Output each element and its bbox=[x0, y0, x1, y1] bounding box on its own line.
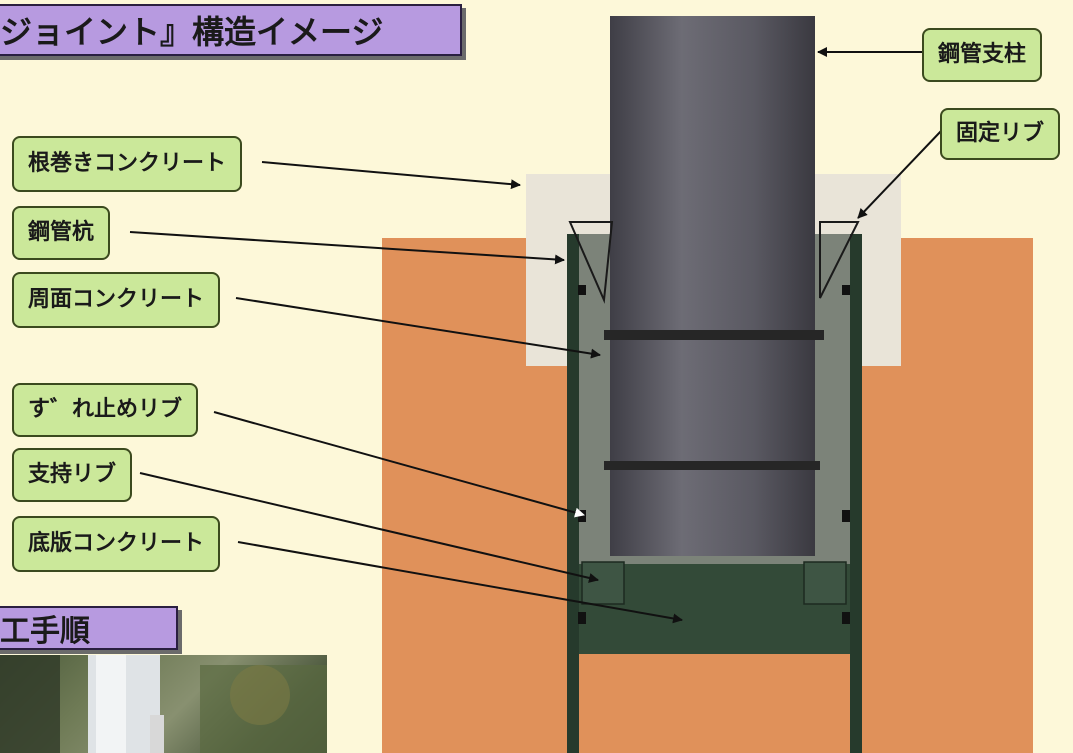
steel-pile-right-wall bbox=[850, 234, 862, 753]
label-fixing-rib: 固定リブ bbox=[940, 108, 1061, 160]
label-slip-stop-rib-text: す゛れ止めリブ bbox=[28, 397, 183, 422]
label-slip-stop-rib: す゛れ止めリブ bbox=[12, 383, 199, 437]
label-support-rib: 支持リブ bbox=[12, 448, 133, 502]
procedure-title: 工手順 bbox=[0, 614, 90, 649]
label-peripheral-concrete: 周面コンクリート bbox=[12, 272, 221, 328]
label-fixing-rib-text: 固定リブ bbox=[956, 121, 1045, 146]
label-root-concrete-text: 根巻きコンクリート bbox=[28, 151, 227, 176]
photo-scene bbox=[0, 655, 327, 753]
label-steel-pipe-column: 鋼管支柱 bbox=[922, 28, 1043, 82]
label-peripheral-concrete-text: 周面コンクリート bbox=[28, 287, 205, 312]
label-steel-pipe-pile-text: 鋼管杭 bbox=[28, 220, 95, 245]
label-root-concrete: 根巻きコンクリート bbox=[12, 136, 243, 192]
label-steel-pipe-column-text: 鋼管支柱 bbox=[938, 42, 1027, 67]
procedure-title-banner: 工手順 bbox=[0, 606, 178, 650]
structure-title-banner: ジョイント』構造イメージ bbox=[0, 4, 462, 56]
steel-pipe-column bbox=[610, 16, 815, 556]
steel-pile-left-wall bbox=[567, 234, 579, 753]
label-bottom-slab-concrete-text: 底版コンクリート bbox=[28, 531, 205, 556]
label-steel-pipe-pile: 鋼管杭 bbox=[12, 206, 111, 260]
structure-title: ジョイント』構造イメージ bbox=[0, 13, 384, 51]
label-support-rib-text: 支持リブ bbox=[28, 462, 117, 487]
construction-photo bbox=[0, 655, 327, 753]
label-bottom-slab-concrete: 底版コンクリート bbox=[12, 516, 221, 572]
